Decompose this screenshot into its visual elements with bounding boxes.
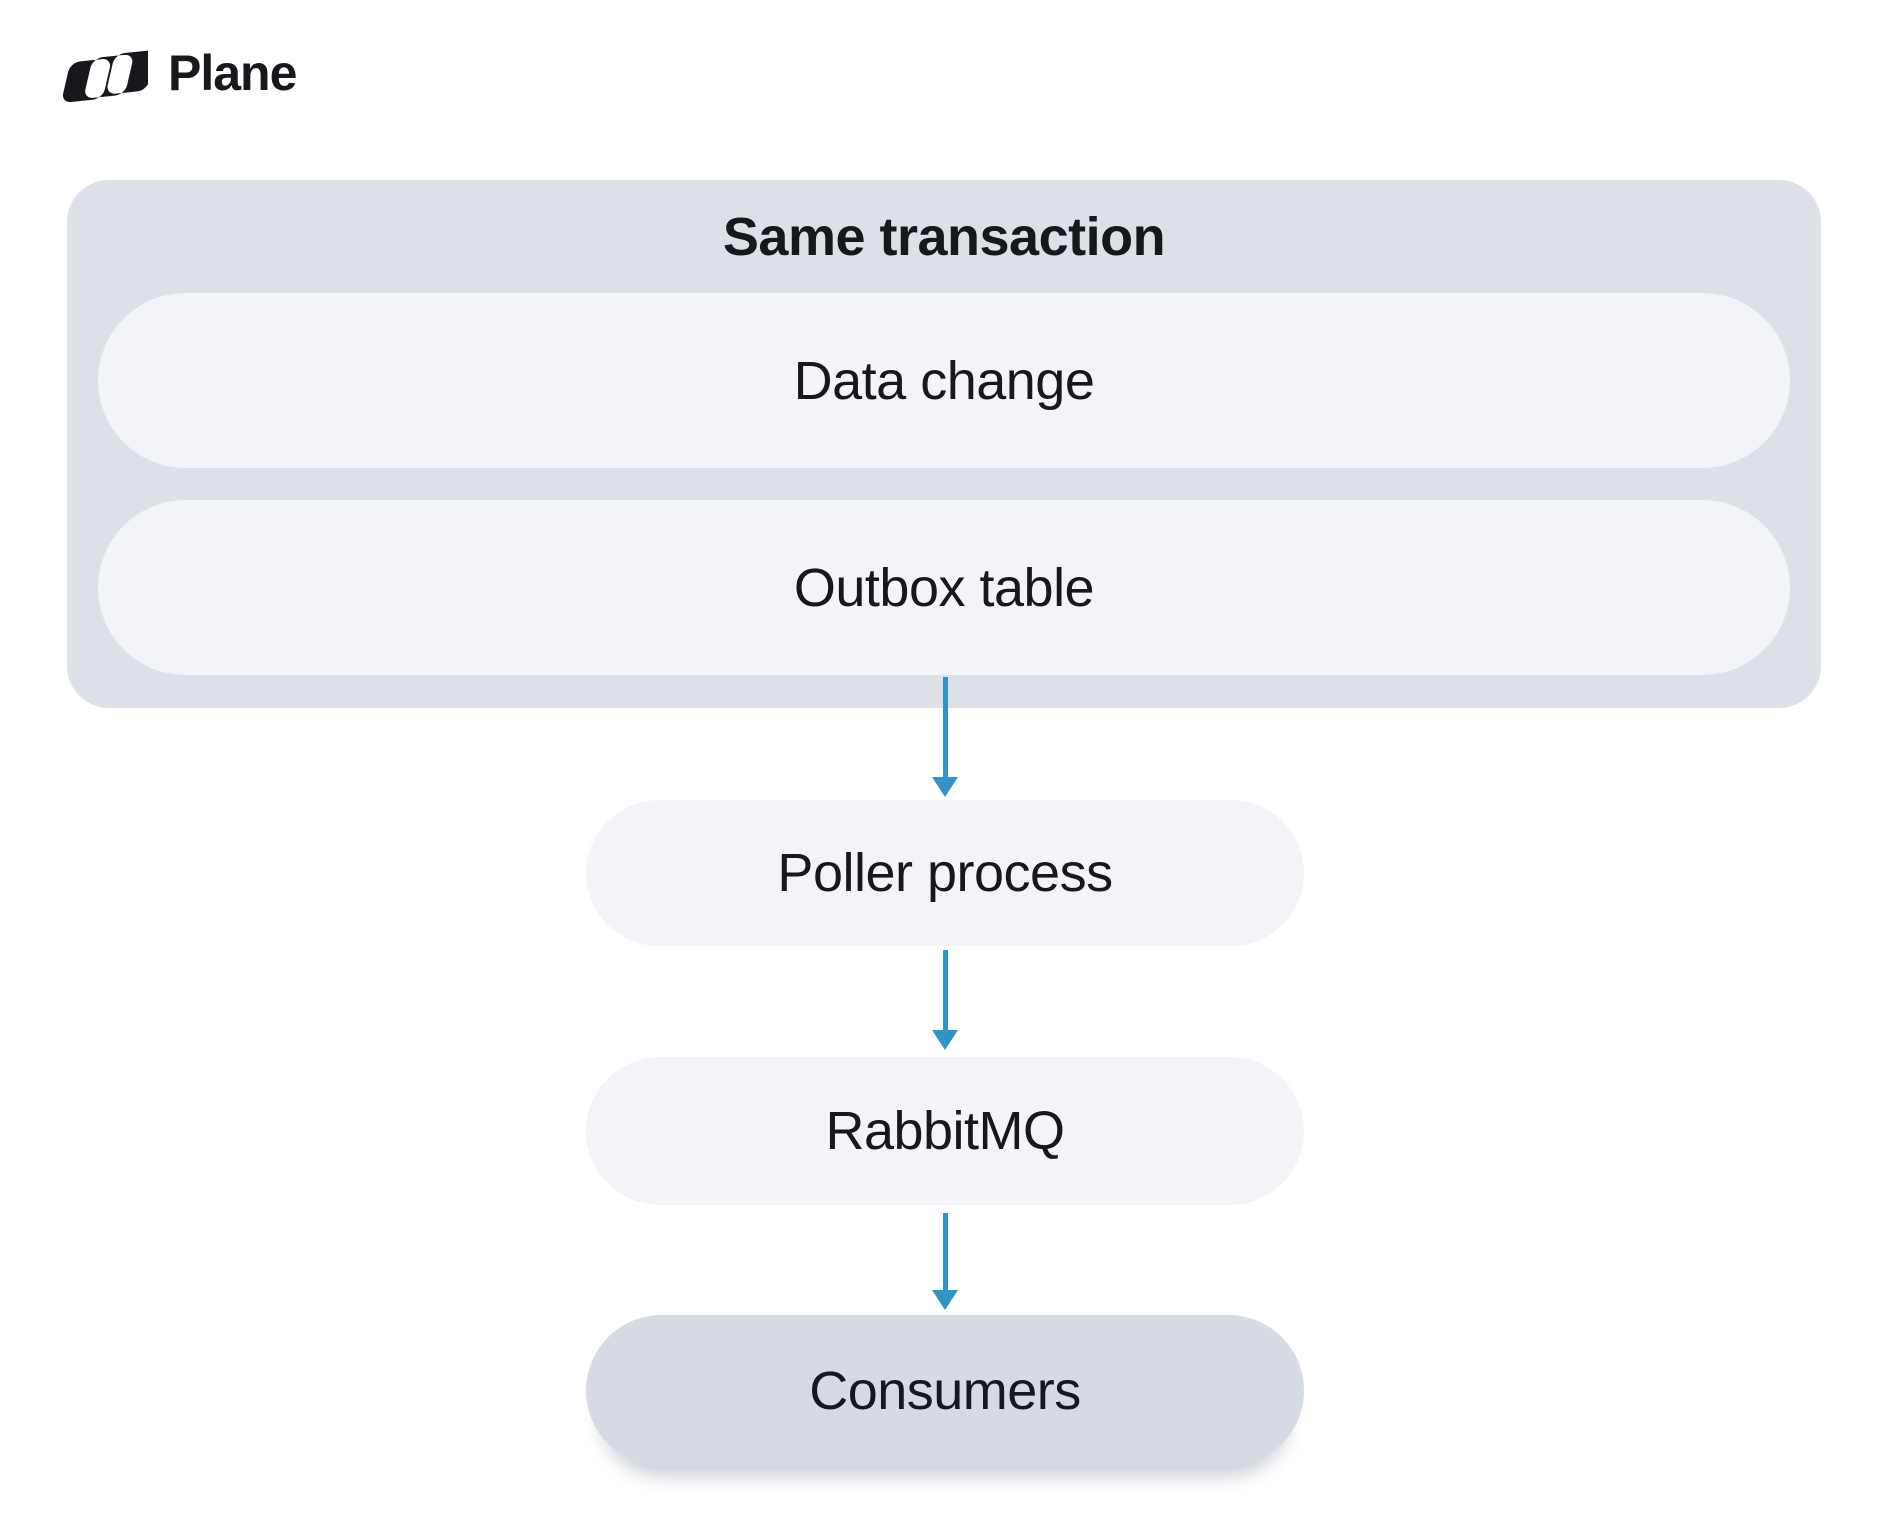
plane-wordmark: Plane — [168, 45, 297, 101]
node-consumers: Consumers — [586, 1315, 1304, 1466]
arrow-head-icon — [932, 1290, 958, 1310]
plane-logo-icon — [62, 50, 148, 103]
node-poller-process: Poller process — [586, 800, 1304, 946]
node-data-change-label: Data change — [793, 350, 1095, 411]
node-data-change: Data change — [98, 293, 1790, 468]
node-rabbitmq: RabbitMQ — [586, 1057, 1304, 1205]
arrow-rabbitmq-to-consumers — [931, 1213, 959, 1310]
node-rabbitmq-label: RabbitMQ — [825, 1101, 1065, 1161]
node-consumers-label: Consumers — [809, 1360, 1081, 1421]
group-title: Same transaction — [722, 206, 1166, 267]
node-poller-process-label: Poller process — [777, 843, 1113, 903]
node-outbox-table: Outbox table — [98, 500, 1790, 675]
arrow-head-icon — [932, 777, 958, 797]
same-transaction-group: Same transaction Data change Outbox tabl… — [67, 180, 1821, 708]
arrow-head-icon — [932, 1030, 958, 1050]
arrow-line — [942, 1213, 948, 1290]
arrow-poller-to-rabbitmq — [931, 950, 959, 1050]
arrow-outbox-to-poller — [931, 677, 959, 797]
arrow-line — [942, 950, 948, 1030]
plane-logo: Plane — [62, 42, 297, 104]
node-outbox-table-label: Outbox table — [793, 557, 1095, 618]
arrow-line — [942, 677, 948, 777]
